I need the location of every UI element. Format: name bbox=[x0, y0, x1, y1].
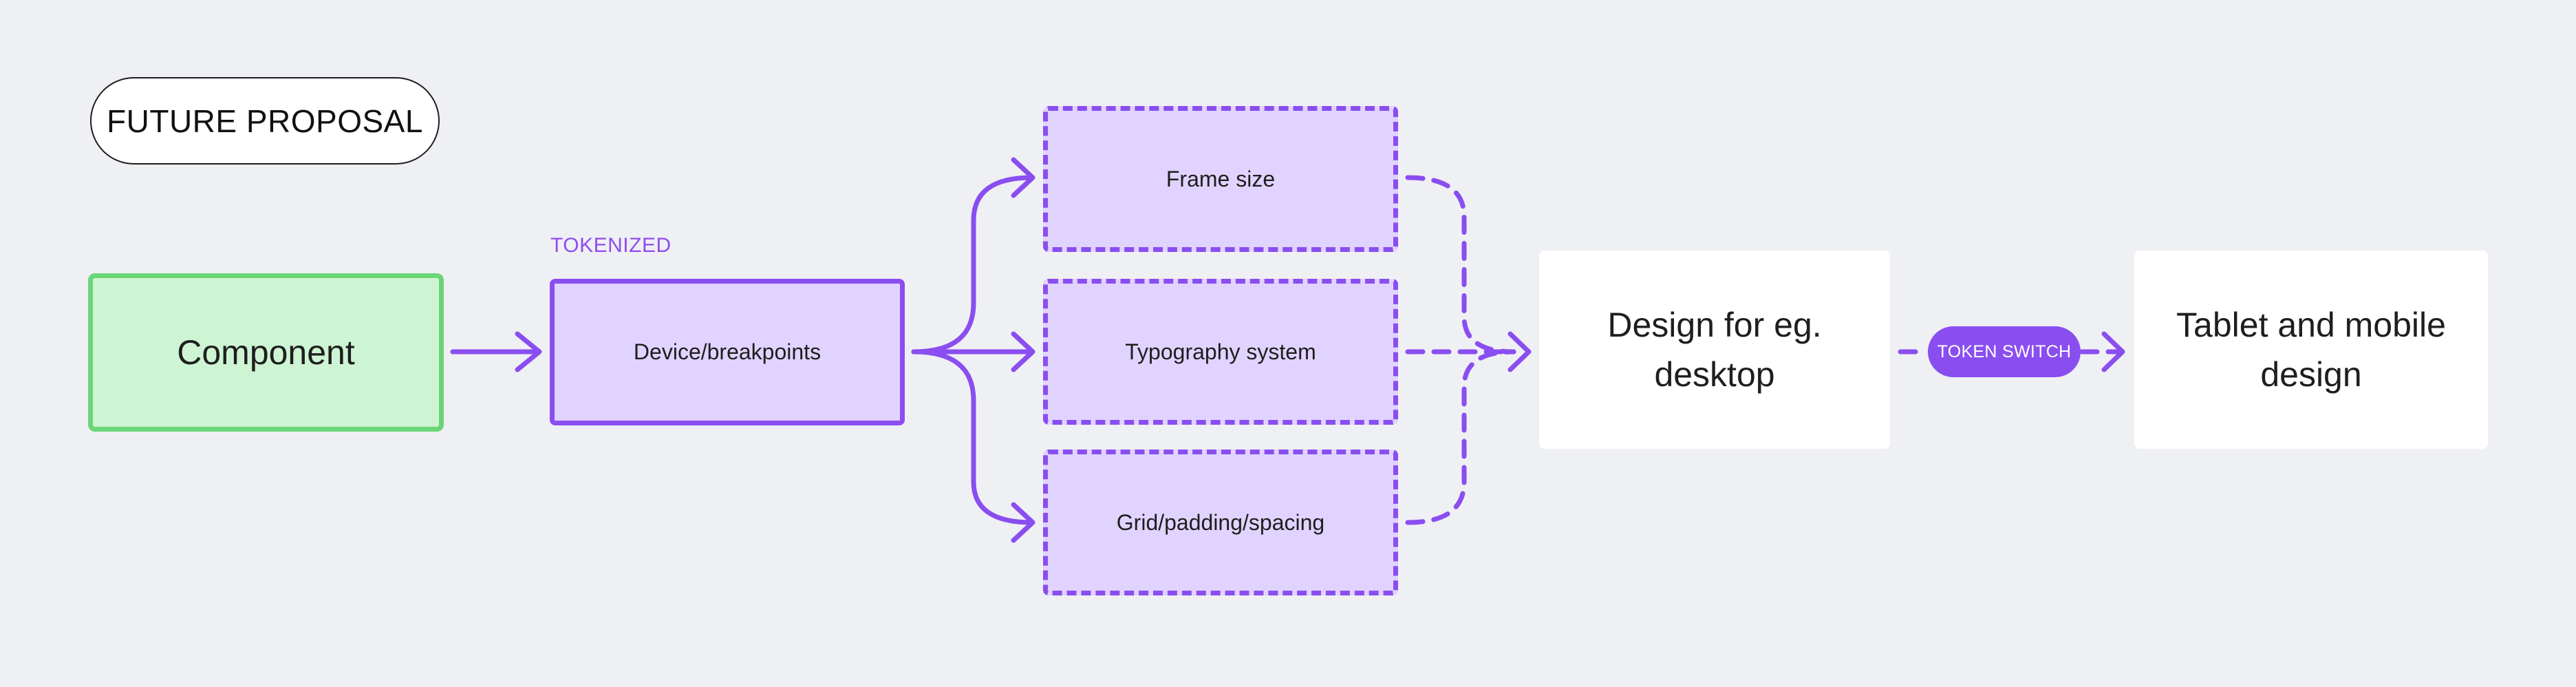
title-pill: FUTURE PROPOSAL bbox=[90, 77, 440, 165]
arrow-device-to-grid bbox=[911, 349, 1035, 525]
arrowhead-to-mobile bbox=[2101, 331, 2125, 372]
frame-size-node[interactable]: Frame size bbox=[1043, 106, 1398, 252]
grid-padding-spacing-node[interactable]: Grid/padding/spacing bbox=[1043, 450, 1398, 595]
arrowhead-to-frame-size bbox=[1011, 157, 1035, 198]
desktop-design-label: Design for eg. desktop bbox=[1607, 306, 1822, 394]
typography-system-node[interactable]: Typography system bbox=[1043, 279, 1398, 425]
component-node[interactable]: Component bbox=[88, 273, 444, 432]
tablet-mobile-design-node[interactable]: Tablet and mobile design bbox=[2134, 251, 2488, 449]
tokenized-label: TOKENIZED bbox=[550, 234, 672, 257]
arrowhead-component-to-device bbox=[515, 331, 542, 372]
arrowhead-to-grid bbox=[1011, 502, 1035, 543]
tablet-mobile-design-label: Tablet and mobile design bbox=[2176, 306, 2446, 394]
desktop-design-node[interactable]: Design for eg. desktop bbox=[1539, 251, 1890, 449]
device-breakpoints-node[interactable]: Device/breakpoints bbox=[550, 279, 905, 425]
dashed-frame-size-to-desktop bbox=[1405, 175, 1516, 355]
arrow-device-to-frame-size bbox=[911, 175, 1035, 355]
token-switch-badge[interactable]: TOKEN SWITCH bbox=[1928, 326, 2081, 377]
arrowhead-to-desktop bbox=[1507, 331, 1532, 372]
dashed-grid-to-desktop bbox=[1405, 349, 1516, 525]
arrowhead-to-typography bbox=[1011, 331, 1035, 372]
